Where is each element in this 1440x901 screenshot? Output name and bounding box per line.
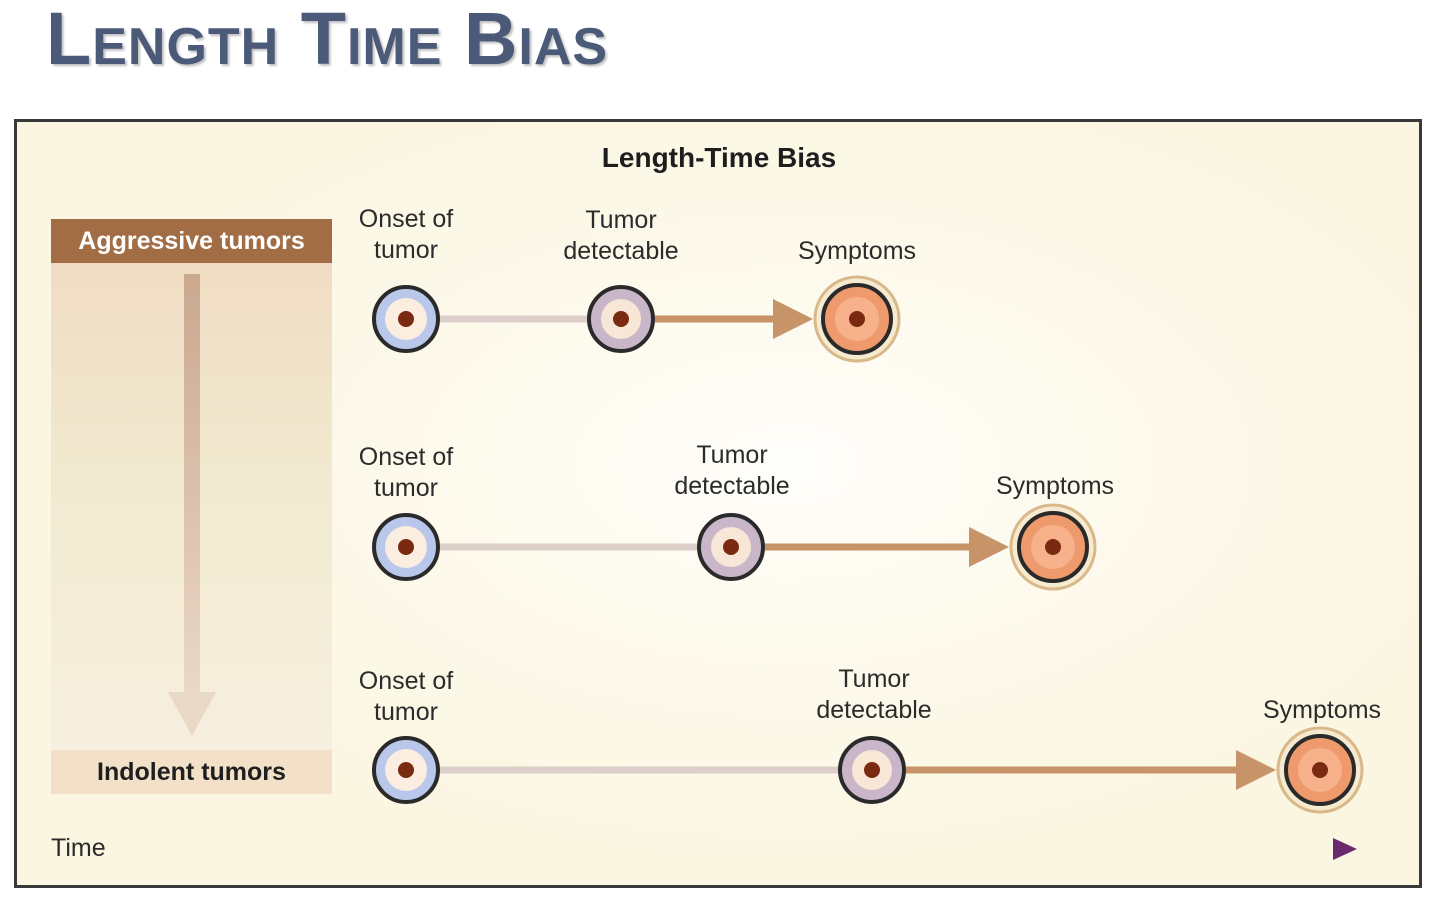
row1-symptoms-nucleus — [849, 311, 865, 327]
row1-symptoms-label: Symptoms — [797, 237, 917, 265]
diagram-panel: Length-Time Bias Aggressive tumors Indol… — [14, 119, 1422, 888]
row2-symptoms-nucleus — [1045, 539, 1061, 555]
row3-detectable-label: Tumor detectable — [774, 664, 974, 726]
row3-onset-label: Onset of tumor — [306, 666, 506, 728]
row1-detectable-label-line1: Tumor — [585, 206, 657, 234]
row2-onset-label-line2: tumor — [374, 474, 438, 502]
time-axis-label: Time — [51, 834, 106, 862]
row1-onset-label-line1: Onset of — [358, 205, 454, 233]
row3-onset-label-line2: tumor — [374, 698, 438, 726]
row3-detectable-label-line2: detectable — [816, 696, 932, 724]
row1-detectable-label-line2: detectable — [563, 237, 679, 265]
row3-detectable-label-line1: Tumor — [838, 665, 910, 693]
row2-detectable-nucleus — [723, 539, 739, 555]
row2-detectable-label-line2: detectable — [674, 472, 790, 500]
row3-detectable-nucleus — [864, 762, 880, 778]
row1-onset-label-line2: tumor — [374, 236, 438, 264]
row3-symptoms-nucleus — [1312, 762, 1328, 778]
row1-onset-nucleus — [398, 311, 414, 327]
row2-onset-label-line1: Onset of — [358, 443, 454, 471]
row1-detectable-nucleus — [613, 311, 629, 327]
tumor-timelines — [372, 275, 1364, 814]
row3-onset-nucleus — [398, 762, 414, 778]
row2-onset-nucleus — [398, 539, 414, 555]
row2-onset-label: Onset of tumor — [306, 442, 506, 504]
row3-arrowhead — [1236, 750, 1276, 790]
diagram-title: Length-Time Bias — [601, 142, 837, 173]
row1-detectable-label: Tumor detectable — [521, 205, 721, 267]
slide-title: Length Time Bias — [46, 0, 609, 80]
row2-symptoms-label: Symptoms — [995, 472, 1115, 500]
row2-detectable-label: Tumor detectable — [632, 440, 832, 502]
indolent-tumors-label: Indolent tumors — [51, 750, 332, 794]
row2-detectable-label-line1: Tumor — [696, 441, 768, 469]
row3-onset-label-line1: Onset of — [358, 667, 454, 695]
time-axis-arrowhead — [1333, 838, 1357, 860]
spectrum-arrow-head — [168, 692, 216, 736]
row1-arrowhead — [773, 299, 813, 339]
aggressive-tumors-label: Aggressive tumors — [51, 219, 332, 263]
row2-arrowhead — [969, 527, 1009, 567]
spectrum-arrow-shaft — [184, 274, 200, 694]
row1-onset-label: Onset of tumor — [306, 204, 506, 266]
row3-symptoms-label: Symptoms — [1262, 696, 1382, 724]
